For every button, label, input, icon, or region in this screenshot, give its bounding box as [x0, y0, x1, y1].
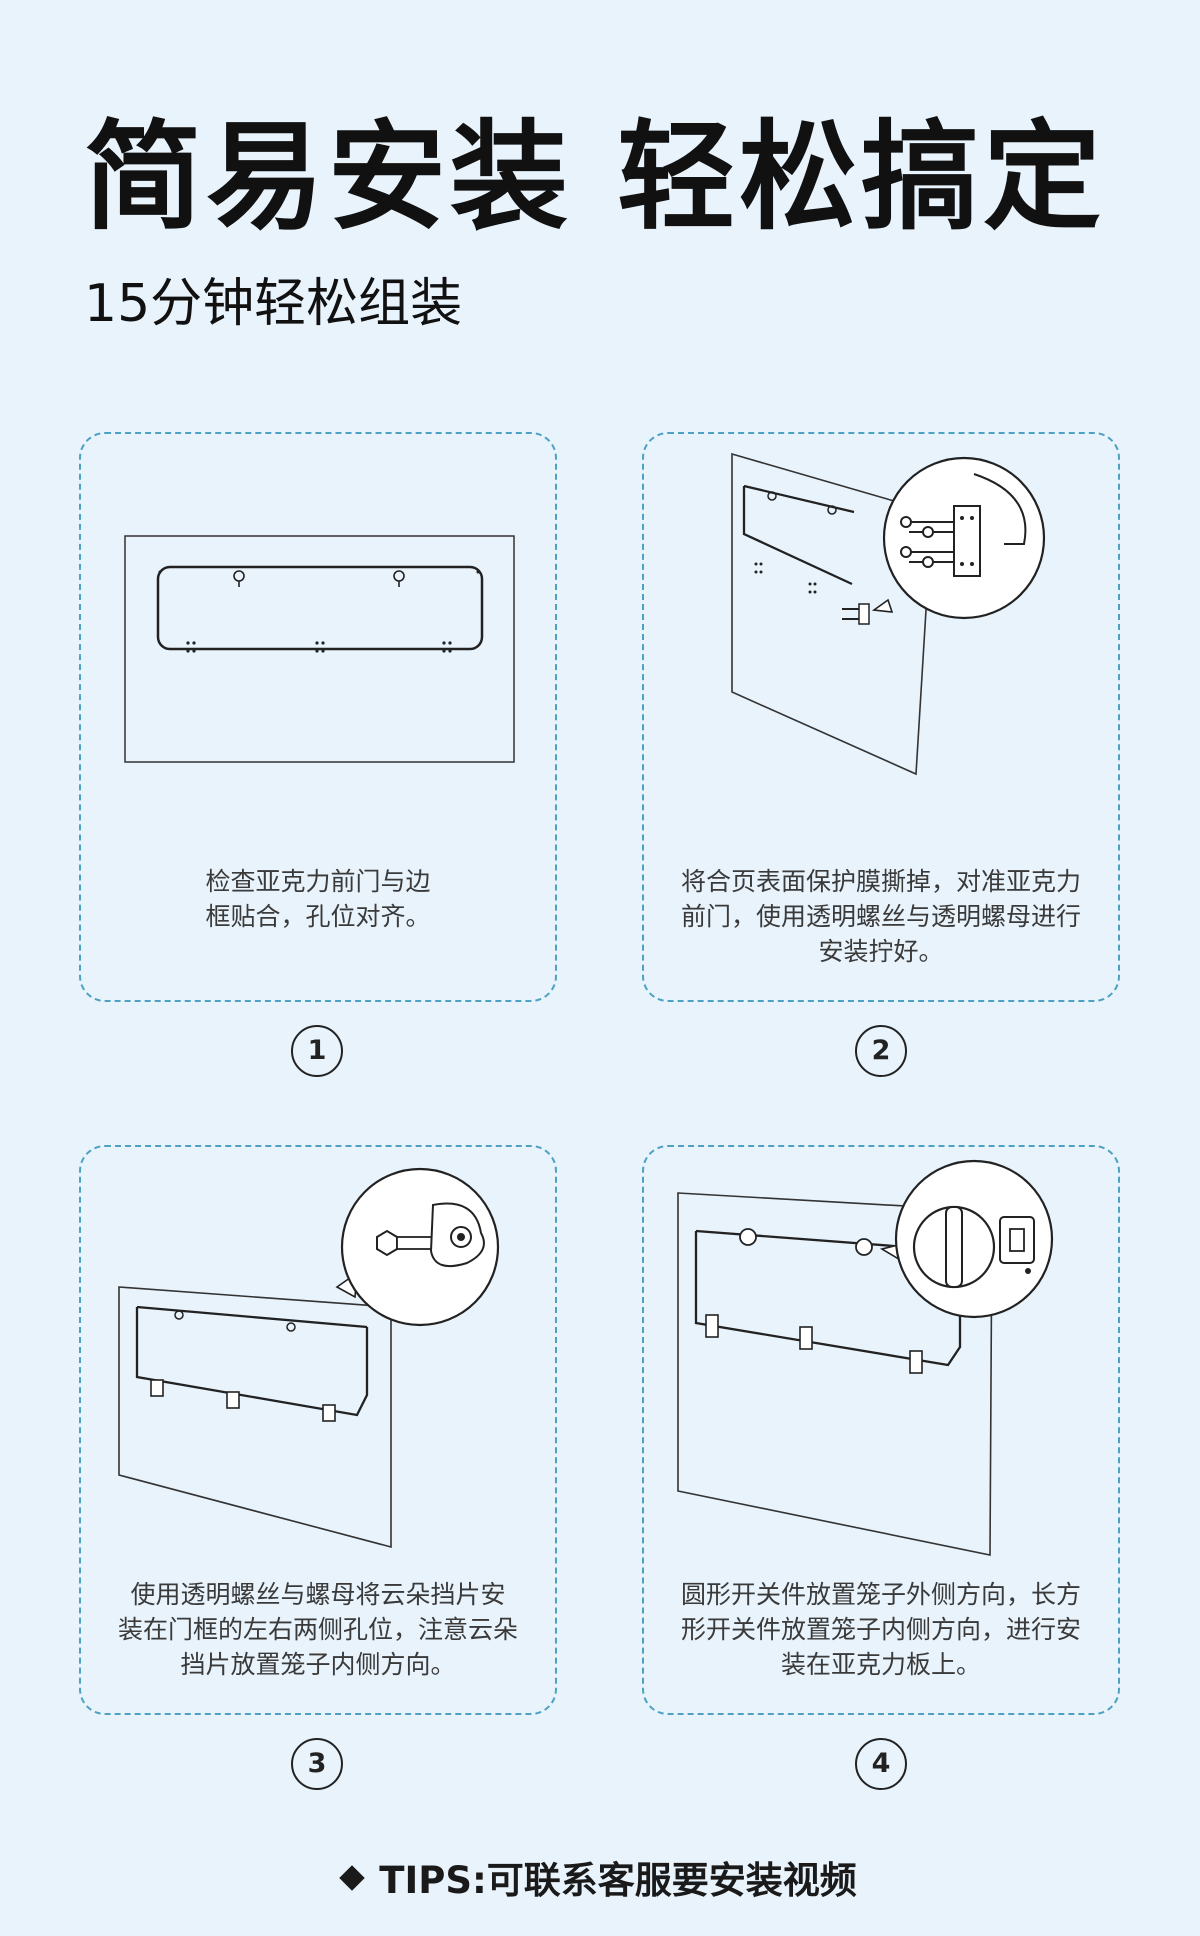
step-1-illustration: [124, 535, 515, 763]
tips-footer: TIPS:可联系客服要安装视频: [0, 1862, 1200, 1899]
step-1-caption: 检查亚克力前门与边框贴合，孔位对齐。: [205, 867, 431, 931]
tips-text: TIPS:可联系客服要安装视频: [379, 1859, 857, 1902]
step-card-2: 将合页表面保护膜撕掉，对准亚克力前门，使用透明螺丝与透明螺母进行安装拧好。: [642, 432, 1120, 1002]
step-4-number-badge: 4: [855, 1738, 907, 1790]
step-3-illustration: [118, 1167, 500, 1549]
step-3-caption: 使用透明螺丝与螺母将云朵挡片安装在门框的左右两侧孔位，注意云朵挡片放置笼子内侧方…: [117, 1580, 518, 1679]
step-4-illustration: [677, 1159, 1054, 1556]
step-2-illustration: [731, 452, 1046, 776]
step-card-1: 检查亚克力前门与边框贴合，孔位对齐。: [79, 432, 557, 1002]
page-title: 简易安装 轻松搞定: [84, 108, 1106, 246]
step-2-number-badge: 2: [855, 1025, 907, 1077]
step-card-3: 使用透明螺丝与螺母将云朵挡片安装在门框的左右两侧孔位，注意云朵挡片放置笼子内侧方…: [79, 1145, 557, 1715]
step-card-4: 圆形开关件放置笼子外侧方向，长方形开关件放置笼子内侧方向，进行安装在亚克力板上。: [642, 1145, 1120, 1715]
diamond-bullet-icon: [339, 1865, 365, 1891]
step-3-number-badge: 3: [291, 1738, 343, 1790]
step-4-caption: 圆形开关件放置笼子外侧方向，长方形开关件放置笼子内侧方向，进行安装在亚克力板上。: [680, 1580, 1081, 1679]
page-subtitle: 15分钟轻松组装: [84, 274, 463, 334]
step-1-number-badge: 1: [291, 1025, 343, 1077]
step-2-caption: 将合页表面保护膜撕掉，对准亚克力前门，使用透明螺丝与透明螺母进行安装拧好。: [680, 867, 1081, 966]
